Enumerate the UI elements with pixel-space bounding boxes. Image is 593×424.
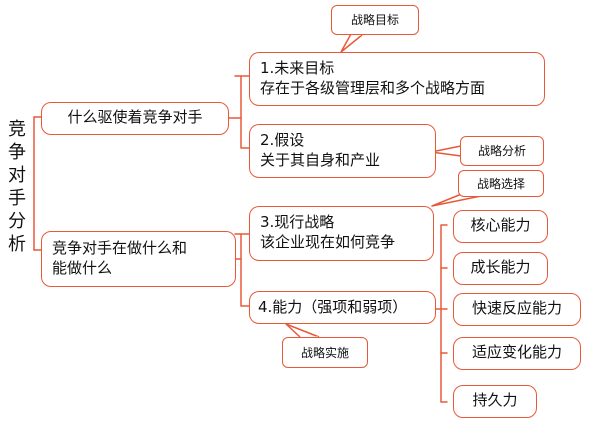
node-current-strategy: 3.现行战略 该企业现在如何竞争 bbox=[249, 206, 434, 261]
capability-item-core: 核心能力 bbox=[453, 210, 548, 243]
node-capabilities: 4.能力（强项和弱项） bbox=[249, 291, 436, 324]
capability-item-quick-response: 快速反应能力 bbox=[453, 293, 581, 326]
node-description: 该企业现在如何竞争 bbox=[260, 233, 396, 251]
node-description: 存在于各级管理层和多个战略方面 bbox=[260, 79, 486, 97]
branch-what-competitor-does: 竞争对手在做什么和 能做什么 bbox=[41, 231, 236, 287]
callout-strategic-goals: 战略目标 bbox=[331, 5, 419, 35]
diagram-title: 竞争对手分析 bbox=[8, 119, 26, 255]
capability-item-adaptability: 适应变化能力 bbox=[453, 337, 581, 370]
node-heading: 2.假设 bbox=[260, 131, 305, 149]
capability-label: 成长能力 bbox=[470, 258, 531, 276]
branch-label: 什么驱使着竞争对手 bbox=[67, 108, 203, 126]
capability-label: 快速反应能力 bbox=[471, 299, 562, 317]
branch-label-line-1: 竞争对手在做什么和 bbox=[52, 239, 188, 257]
callout-strategic-analysis: 战略分析 bbox=[460, 136, 544, 166]
node-future-goals: 1.未来目标 存在于各级管理层和多个战略方面 bbox=[249, 52, 545, 106]
node-heading: 4.能力（强项和弱项） bbox=[258, 298, 408, 316]
node-heading: 3.现行战略 bbox=[260, 213, 335, 231]
callout-strategic-implementation: 战略实施 bbox=[282, 337, 368, 368]
callout-strategic-choice: 战略选择 bbox=[458, 170, 544, 197]
capability-item-endurance: 持久力 bbox=[453, 385, 537, 418]
branch-label-line-2: 能做什么 bbox=[52, 259, 113, 277]
node-description: 关于其自身和产业 bbox=[260, 151, 381, 169]
capability-label: 核心能力 bbox=[470, 216, 531, 234]
branch-what-drives-competitor: 什么驱使着竞争对手 bbox=[41, 102, 229, 135]
capability-label: 适应变化能力 bbox=[471, 343, 562, 361]
node-assumptions: 2.假设 关于其自身和产业 bbox=[249, 124, 436, 178]
node-heading: 1.未来目标 bbox=[260, 59, 335, 77]
capability-label: 持久力 bbox=[472, 391, 518, 409]
capability-item-growth: 成长能力 bbox=[453, 252, 548, 285]
